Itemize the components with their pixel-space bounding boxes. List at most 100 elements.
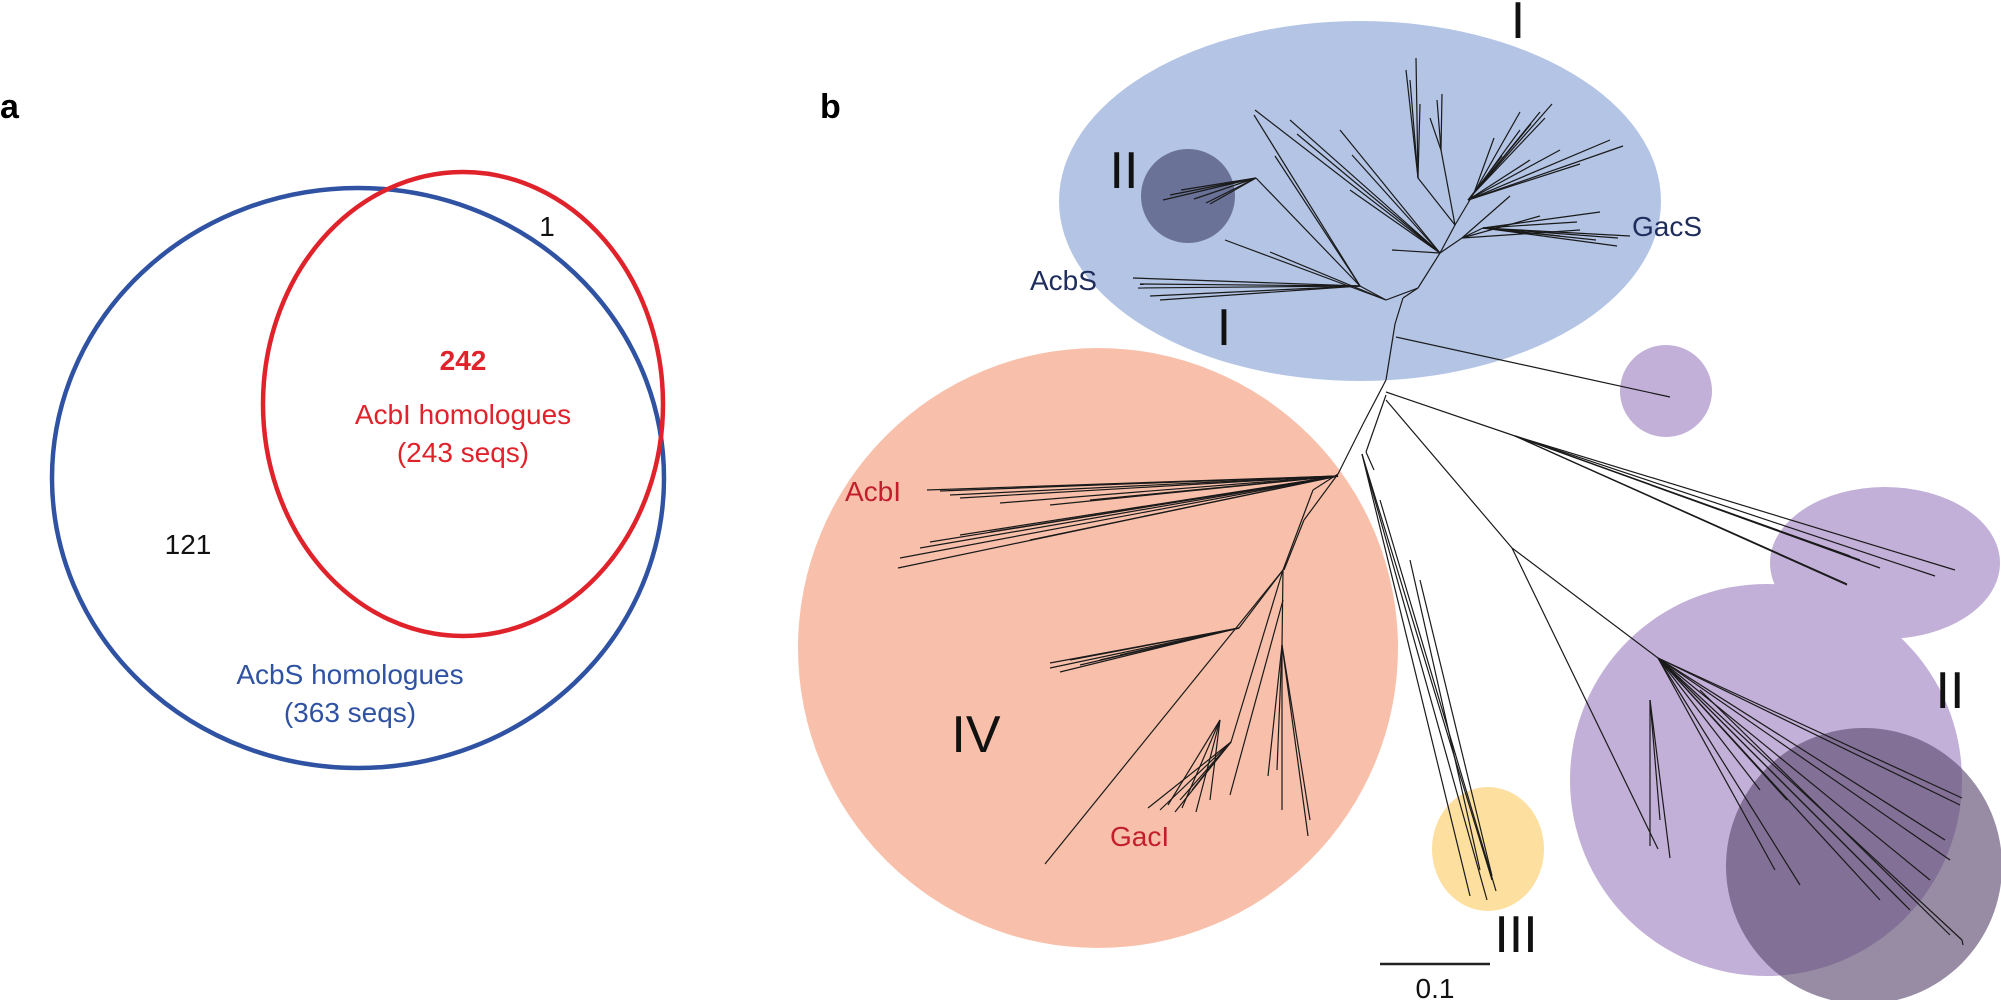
tree-branch xyxy=(1167,719,1221,806)
tree-branch xyxy=(1657,657,1946,841)
tree-branch xyxy=(1461,195,1511,239)
tree-branch xyxy=(1440,149,1456,226)
tree-branch xyxy=(1351,154,1441,254)
tree-branch xyxy=(1385,391,1516,437)
tree-branch xyxy=(1385,399,1513,549)
clade-II-subregion xyxy=(1141,149,1235,243)
leaf-label-acbs: AcbS xyxy=(1030,265,1097,296)
tree-branch xyxy=(1281,569,1284,646)
tree-branch xyxy=(1473,111,1521,194)
tree-branch xyxy=(1461,229,1581,239)
tree-branch xyxy=(1139,283,1361,287)
acbi-set-ellipse xyxy=(260,169,666,639)
tree-branch xyxy=(1467,149,1561,201)
tree-branch xyxy=(1365,394,1387,453)
tree-branch xyxy=(1230,569,1284,743)
tree-branch xyxy=(1365,451,1375,471)
tree-branch xyxy=(1274,155,1361,287)
tree-branch xyxy=(1391,249,1441,254)
tree-branch xyxy=(1657,657,1931,881)
tree-branch xyxy=(1296,133,1441,254)
leaf-label-acbi: AcbI xyxy=(845,476,901,507)
tree-branch xyxy=(1303,473,1339,521)
tree-branch xyxy=(1385,287,1419,301)
tree-branch xyxy=(1511,547,1659,659)
tree-branch xyxy=(1699,689,1951,936)
tree-branch xyxy=(989,475,1339,533)
acbi-set-label: AcbI homologues xyxy=(355,399,571,430)
tree-branch xyxy=(1283,519,1305,571)
tree-branch xyxy=(1276,644,1283,771)
tree-branch xyxy=(1281,644,1311,821)
leaf-label-gacs: GacS xyxy=(1632,211,1702,242)
tree-branch xyxy=(1289,119,1441,254)
tree-branch xyxy=(1395,336,1671,398)
tree-branch xyxy=(1417,103,1421,179)
tree-branch xyxy=(939,475,1339,492)
tree-branch xyxy=(1473,111,1541,194)
acbs-set-ellipse xyxy=(49,185,667,771)
tree-branch xyxy=(1362,379,1387,425)
tree-branch xyxy=(1282,489,1314,571)
acbs-only-count: 121 xyxy=(165,529,212,560)
tree-branch xyxy=(1514,435,1956,571)
leaf-label-gaci: GacI xyxy=(1110,821,1169,852)
tree-branch xyxy=(1657,657,1963,941)
tree-branch xyxy=(1461,215,1541,239)
tree-branch xyxy=(1657,657,1801,886)
overlap-count: 242 xyxy=(440,345,487,376)
tree-branch xyxy=(1417,252,1441,289)
tree-branch xyxy=(1224,239,1387,301)
tree-branch xyxy=(1379,499,1497,892)
tree-branch xyxy=(1149,285,1361,297)
tree-branch xyxy=(1429,117,1442,151)
tree-branch xyxy=(1436,99,1442,151)
tree-branch xyxy=(1339,129,1441,254)
tree-branch xyxy=(1657,657,1951,861)
tree-branch xyxy=(1473,103,1553,194)
panel-b: b 0.1 I I II II III IV GacS AcbS AcbI Ga… xyxy=(798,0,2001,1000)
tree-branch xyxy=(1473,137,1495,194)
tree-branch xyxy=(1361,453,1493,881)
acbs-set-sublabel: (363 seqs) xyxy=(284,697,416,728)
clade-label-I-small: I xyxy=(1217,299,1231,357)
clade-III-region xyxy=(1432,787,1544,911)
tree-branch xyxy=(1267,644,1283,777)
clade-label-II-left: II xyxy=(1110,142,1139,200)
tree-branch xyxy=(1482,221,1578,229)
tree-branch xyxy=(1482,211,1601,229)
tree-branch xyxy=(1281,644,1309,837)
tree-branch xyxy=(1439,237,1463,254)
tree-branch xyxy=(1440,93,1443,151)
tree-branch xyxy=(1229,599,1284,796)
tree-branch xyxy=(1209,719,1221,801)
tree-branch xyxy=(1439,224,1456,254)
tree-branch xyxy=(1069,627,1240,661)
tree-branch xyxy=(1119,627,1240,656)
tree-branch xyxy=(1467,145,1624,201)
tree-branch xyxy=(1044,569,1284,865)
tree-branch xyxy=(1482,227,1618,247)
tree-branch xyxy=(1514,435,1936,577)
clade-label-IV: IV xyxy=(951,706,1000,764)
tree-branch xyxy=(1409,559,1481,871)
clade-label-I-top: I xyxy=(1511,0,1525,50)
scale-bar-label: 0.1 xyxy=(1416,973,1455,1000)
tree-branch xyxy=(1402,287,1419,299)
tree-branch xyxy=(1961,939,1964,946)
clade-label-III: III xyxy=(1494,906,1537,964)
clade-I-region xyxy=(1059,21,1661,381)
tree-branch xyxy=(1253,114,1361,287)
tree-branch xyxy=(1089,475,1339,501)
tree-branch xyxy=(1349,189,1441,254)
tree-branch xyxy=(999,475,1339,504)
tree-branch xyxy=(1511,547,1659,850)
acbi-set-sublabel: (243 seqs) xyxy=(397,437,529,468)
tree-branch xyxy=(1473,117,1546,194)
tree-branch xyxy=(1337,423,1364,475)
panel-b-letter: b xyxy=(820,88,841,126)
tree-branch xyxy=(1514,435,1881,569)
tree-branch xyxy=(1180,177,1257,191)
tree-branches xyxy=(897,57,1964,946)
